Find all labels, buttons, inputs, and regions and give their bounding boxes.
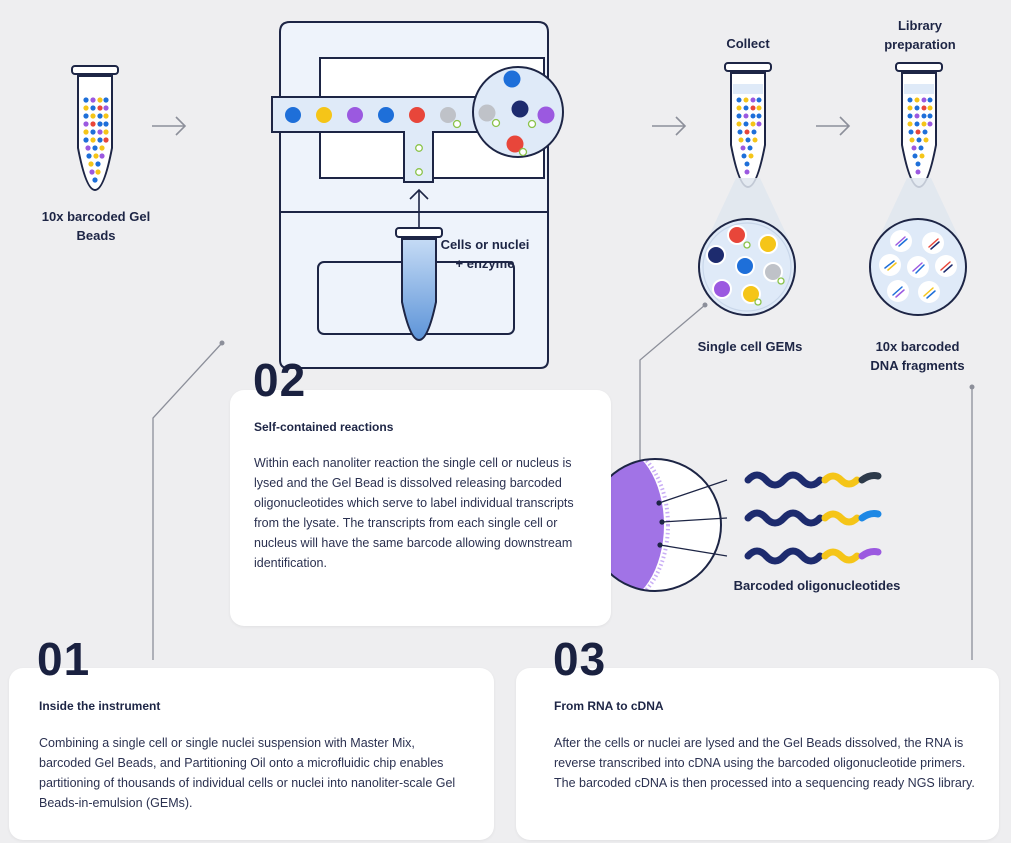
step-02-card xyxy=(230,390,611,626)
cells-tube-icon xyxy=(395,227,443,342)
oligos-label: Barcoded oligonucleotides xyxy=(733,578,901,593)
leader-lines xyxy=(152,304,973,660)
arrow-right-icon xyxy=(816,116,851,136)
step-01-title: Inside the instrument xyxy=(39,699,161,713)
instrument-icon xyxy=(271,21,564,369)
oligo-strand-icon xyxy=(744,471,882,565)
arrow-right-icon xyxy=(152,116,187,136)
collect-tube-icon xyxy=(707,62,789,240)
library-label: Library preparation xyxy=(884,18,956,52)
step-01-number: 01 xyxy=(37,633,91,685)
library-tube-icon xyxy=(878,62,960,240)
step-02-title: Self-contained reactions xyxy=(254,420,394,434)
step-01-card xyxy=(9,668,494,840)
step-01-body: Combining a single cell or single nuclei… xyxy=(39,736,456,810)
cells-label: Cells or nuclei + enzyme xyxy=(440,237,530,271)
step-02-number: 02 xyxy=(253,354,307,406)
oligo-bead-icon xyxy=(588,458,728,592)
fragments-circle-icon xyxy=(869,218,967,316)
gel-beads-label: 10x barcoded Gel Beads xyxy=(41,209,151,243)
step-03-number: 03 xyxy=(553,633,607,685)
collect-label: Collect xyxy=(726,36,770,51)
step-03-title: From RNA to cDNA xyxy=(554,699,664,713)
step-03-body: After the cells or nuclei are lysed and … xyxy=(554,736,975,790)
arrow-right-icon xyxy=(652,116,687,136)
arrow-up-icon xyxy=(409,188,429,228)
gel-beads-tube-icon xyxy=(71,65,119,192)
step-02-body: Within each nanoliter reaction the singl… xyxy=(254,456,574,570)
fragments-label: 10x barcoded DNA fragments xyxy=(870,339,965,373)
gems-label: Single cell GEMs xyxy=(697,339,803,354)
step-03-card xyxy=(516,668,999,840)
gems-circle-icon xyxy=(698,218,796,316)
